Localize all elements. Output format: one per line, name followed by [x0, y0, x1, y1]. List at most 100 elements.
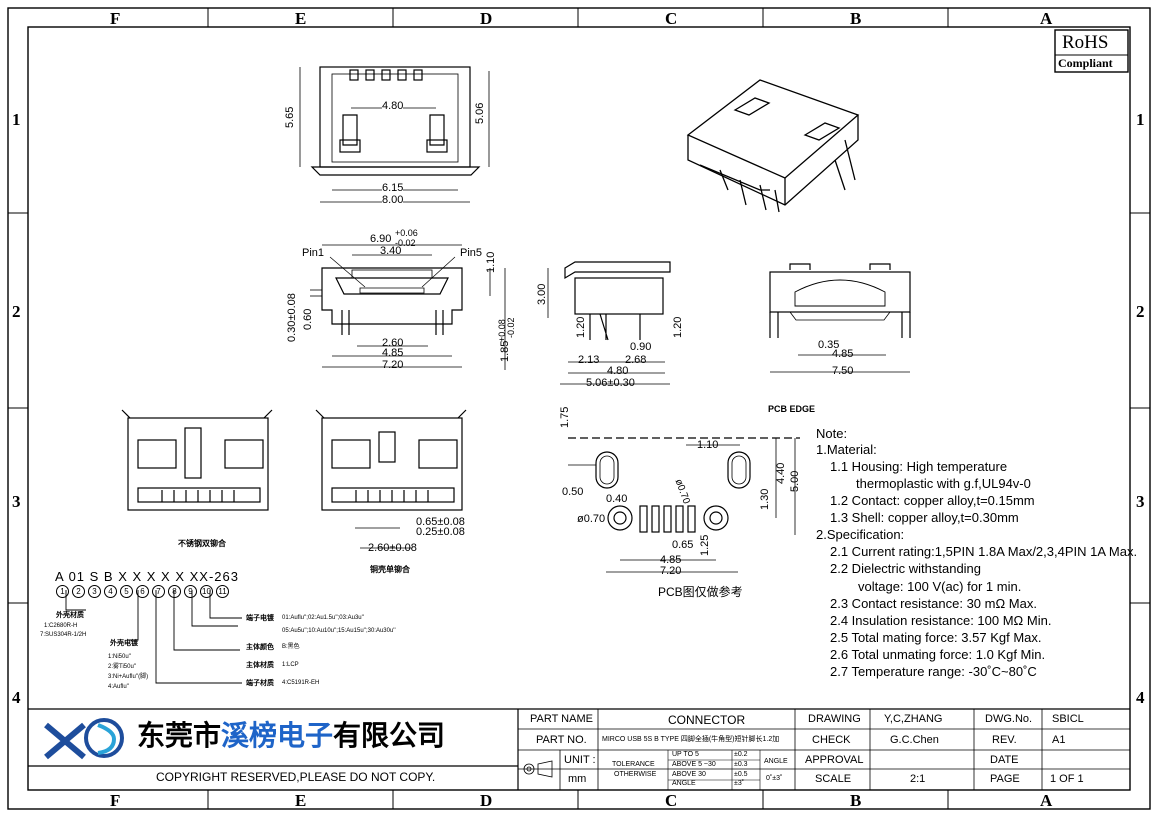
dim-bottom-065: 0.65±0.08 [416, 516, 465, 528]
part-code-string: A 01 S B X X X X X XX-263 [55, 569, 239, 584]
dim-pcb-720: 7.20 [660, 565, 682, 577]
note-line: 2.2 Dielectric withstanding [830, 561, 982, 576]
company-name-part-2: 溪榜电子 [221, 720, 334, 751]
dim-front-110: 1.10 [485, 251, 497, 273]
bottom-view-right [315, 409, 467, 549]
part-code-circle: 6 [136, 585, 149, 598]
dim-pcb-440: 4.40 [775, 462, 787, 484]
zone-row-4-left: 4 [12, 688, 21, 707]
dim-front-340: 3.40 [380, 245, 402, 257]
note-line: 2.7 Temperature range: -30˚C~80˚C [830, 664, 1037, 679]
zone-row-2-left: 2 [12, 302, 21, 321]
dim-side-268: 2.68 [625, 354, 647, 366]
dim-rear-485: 4.85 [832, 348, 854, 360]
scale-label: SCALE [815, 773, 852, 785]
zone-row-4-right: 4 [1136, 688, 1145, 707]
tolerance-label-1: TOLERANCE [612, 761, 655, 768]
drawing-value: Y,C,ZHANG [884, 713, 943, 725]
zone-row-2-right: 2 [1136, 302, 1145, 321]
zone-row-3-right: 3 [1136, 492, 1145, 511]
dim-side-213: 2.13 [578, 354, 600, 366]
unit-value: mm [568, 773, 587, 785]
pcb-layout [568, 437, 800, 573]
dim-side-120a: 1.20 [575, 316, 587, 338]
dwg-value: SBICL [1052, 713, 1084, 725]
side-view [547, 261, 671, 385]
tol-row-3: ABOVE 30 [672, 771, 706, 778]
unit-label: UNIT : [564, 754, 596, 766]
code-shell-material-head: 外壳材质 [56, 612, 84, 619]
dim-pcb-065: 0.65 [672, 539, 694, 551]
zone-row-3-left: 3 [12, 492, 21, 511]
note-line: 2.6 Total unmating force: 1.0 Kgf Min. [830, 647, 1046, 662]
company-name-part-1: 东莞市 [137, 720, 222, 751]
dim-top-480: 4.80 [382, 100, 404, 112]
angle-value: 0˚±3˚ [766, 775, 783, 782]
dim-pcb-hole-left: ø0.70 [577, 513, 606, 525]
dim-top-615: 6.15 [382, 182, 404, 194]
code-body-material-1: 1:LCP [282, 662, 299, 668]
rohs-title: RoHS [1062, 32, 1109, 53]
tol-row-3-value: ±0.5 [734, 771, 748, 778]
dim-pcb-050: 0.50 [562, 486, 584, 498]
note-line: 2.1 Current rating:1,5PIN 1.8A Max/2,3,4… [830, 544, 1138, 559]
note-line: 1.1 Housing: High temperature [830, 459, 1008, 474]
zone-col-c-bottom: C [665, 791, 678, 810]
part-code-circle: 2 [72, 585, 85, 598]
pin5-label: Pin5 [460, 247, 483, 259]
part-code-circle: 8 [168, 585, 181, 598]
note-line: 2.4 Insulation resistance: 100 MΩ Min. [830, 613, 1052, 628]
copyright-text: COPYRIGHT RESERVED,PLEASE DO NOT COPY. [156, 770, 436, 784]
part-code-circle: 9 [184, 585, 197, 598]
part-no-label: PART NO. [536, 734, 587, 746]
zone-col-d-top: D [480, 9, 493, 28]
note-line: 2.3 Contact resistance: 30 mΩ Max. [830, 596, 1037, 611]
pin1-label: Pin1 [302, 247, 325, 259]
page-value: 1 OF 1 [1050, 773, 1084, 785]
part-no-value: MIRCO USB 5S B TYPE 四脚全插(牛角型)短针脚长1.2加 [602, 736, 780, 743]
label-single-rivet: 铜壳单铆合 [370, 565, 410, 574]
approval-label: APPROVAL [805, 754, 864, 766]
rev-value: A1 [1052, 734, 1066, 746]
check-label: CHECK [812, 734, 851, 746]
part-name-label: PART NAME [530, 713, 593, 725]
zone-row-1-right: 1 [1136, 110, 1145, 129]
rear-view [769, 263, 911, 373]
code-shell-material-1: 1:C2680R-H [44, 623, 78, 629]
dim-front-260: 2.60 [382, 337, 404, 349]
zone-col-a-bottom: A [1040, 791, 1053, 810]
top-view [299, 66, 490, 203]
dim-pcb-110: 1.10 [697, 439, 719, 451]
code-terminal-plating-1: 01:Auflu'';02:Au1.5u'';03:Au3u'' [282, 615, 364, 621]
dim-top-800: 8.00 [382, 194, 404, 206]
part-code-circle: 7 [152, 585, 165, 598]
rohs-box [1054, 29, 1129, 73]
note-line: 1.3 Shell: copper alloy,t=0.30mm [830, 510, 1019, 525]
zone-col-e-bottom: E [295, 791, 307, 810]
dim-side-506: 5.06±0.30 [586, 377, 635, 389]
dim-side-300: 3.00 [536, 283, 548, 305]
dim-side-090: 0.90 [630, 341, 652, 353]
date-label: DATE [990, 754, 1019, 766]
code-shell-plating-1: 1:Ni50u'' [108, 654, 131, 660]
dim-side-120b: 1.20 [672, 316, 684, 338]
zone-col-f-bottom: F [110, 791, 121, 810]
dim-pcb-175: 1.75 [559, 406, 571, 428]
isometric-view [686, 79, 860, 213]
dim-front-690-minus: -0.02 [395, 238, 416, 248]
part-code-circle: 3 [88, 585, 101, 598]
part-code-circle: 5 [120, 585, 133, 598]
dim-side-480: 4.80 [607, 365, 629, 377]
part-code-circle: 1 [56, 585, 69, 598]
front-view [310, 244, 506, 370]
company-logo [44, 718, 124, 760]
dim-bottom-260: 2.60±0.08 [368, 542, 417, 554]
note-line: 1.Material: [816, 442, 877, 457]
dim-front-690: 6.90 [370, 233, 392, 245]
note-line: thermoplastic with g.f,UL94v-0 [856, 476, 1031, 491]
part-code-leaders [65, 590, 242, 684]
tol-row-1: UP TO 5 [672, 751, 699, 758]
part-code-circle: 11 [216, 585, 229, 598]
